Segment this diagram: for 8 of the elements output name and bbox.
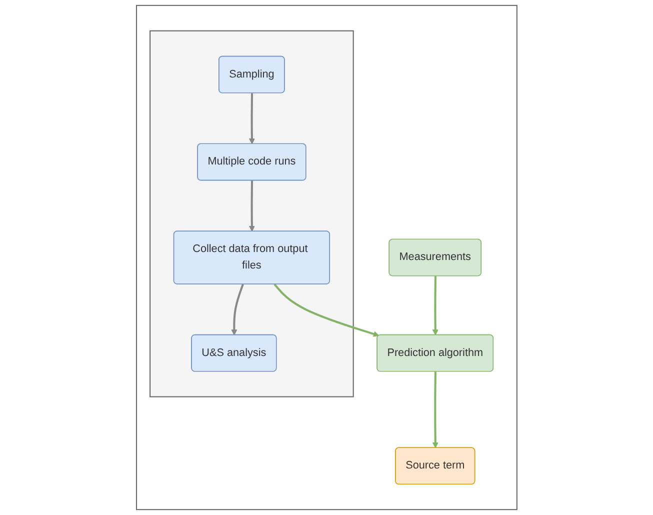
arrow <box>274 284 379 337</box>
cluster <box>149 30 354 398</box>
arrow <box>432 276 438 336</box>
arrow <box>248 180 255 232</box>
arrow <box>248 93 255 144</box>
arrow <box>432 372 438 448</box>
arrow <box>231 284 244 336</box>
cluster <box>136 4 518 510</box>
